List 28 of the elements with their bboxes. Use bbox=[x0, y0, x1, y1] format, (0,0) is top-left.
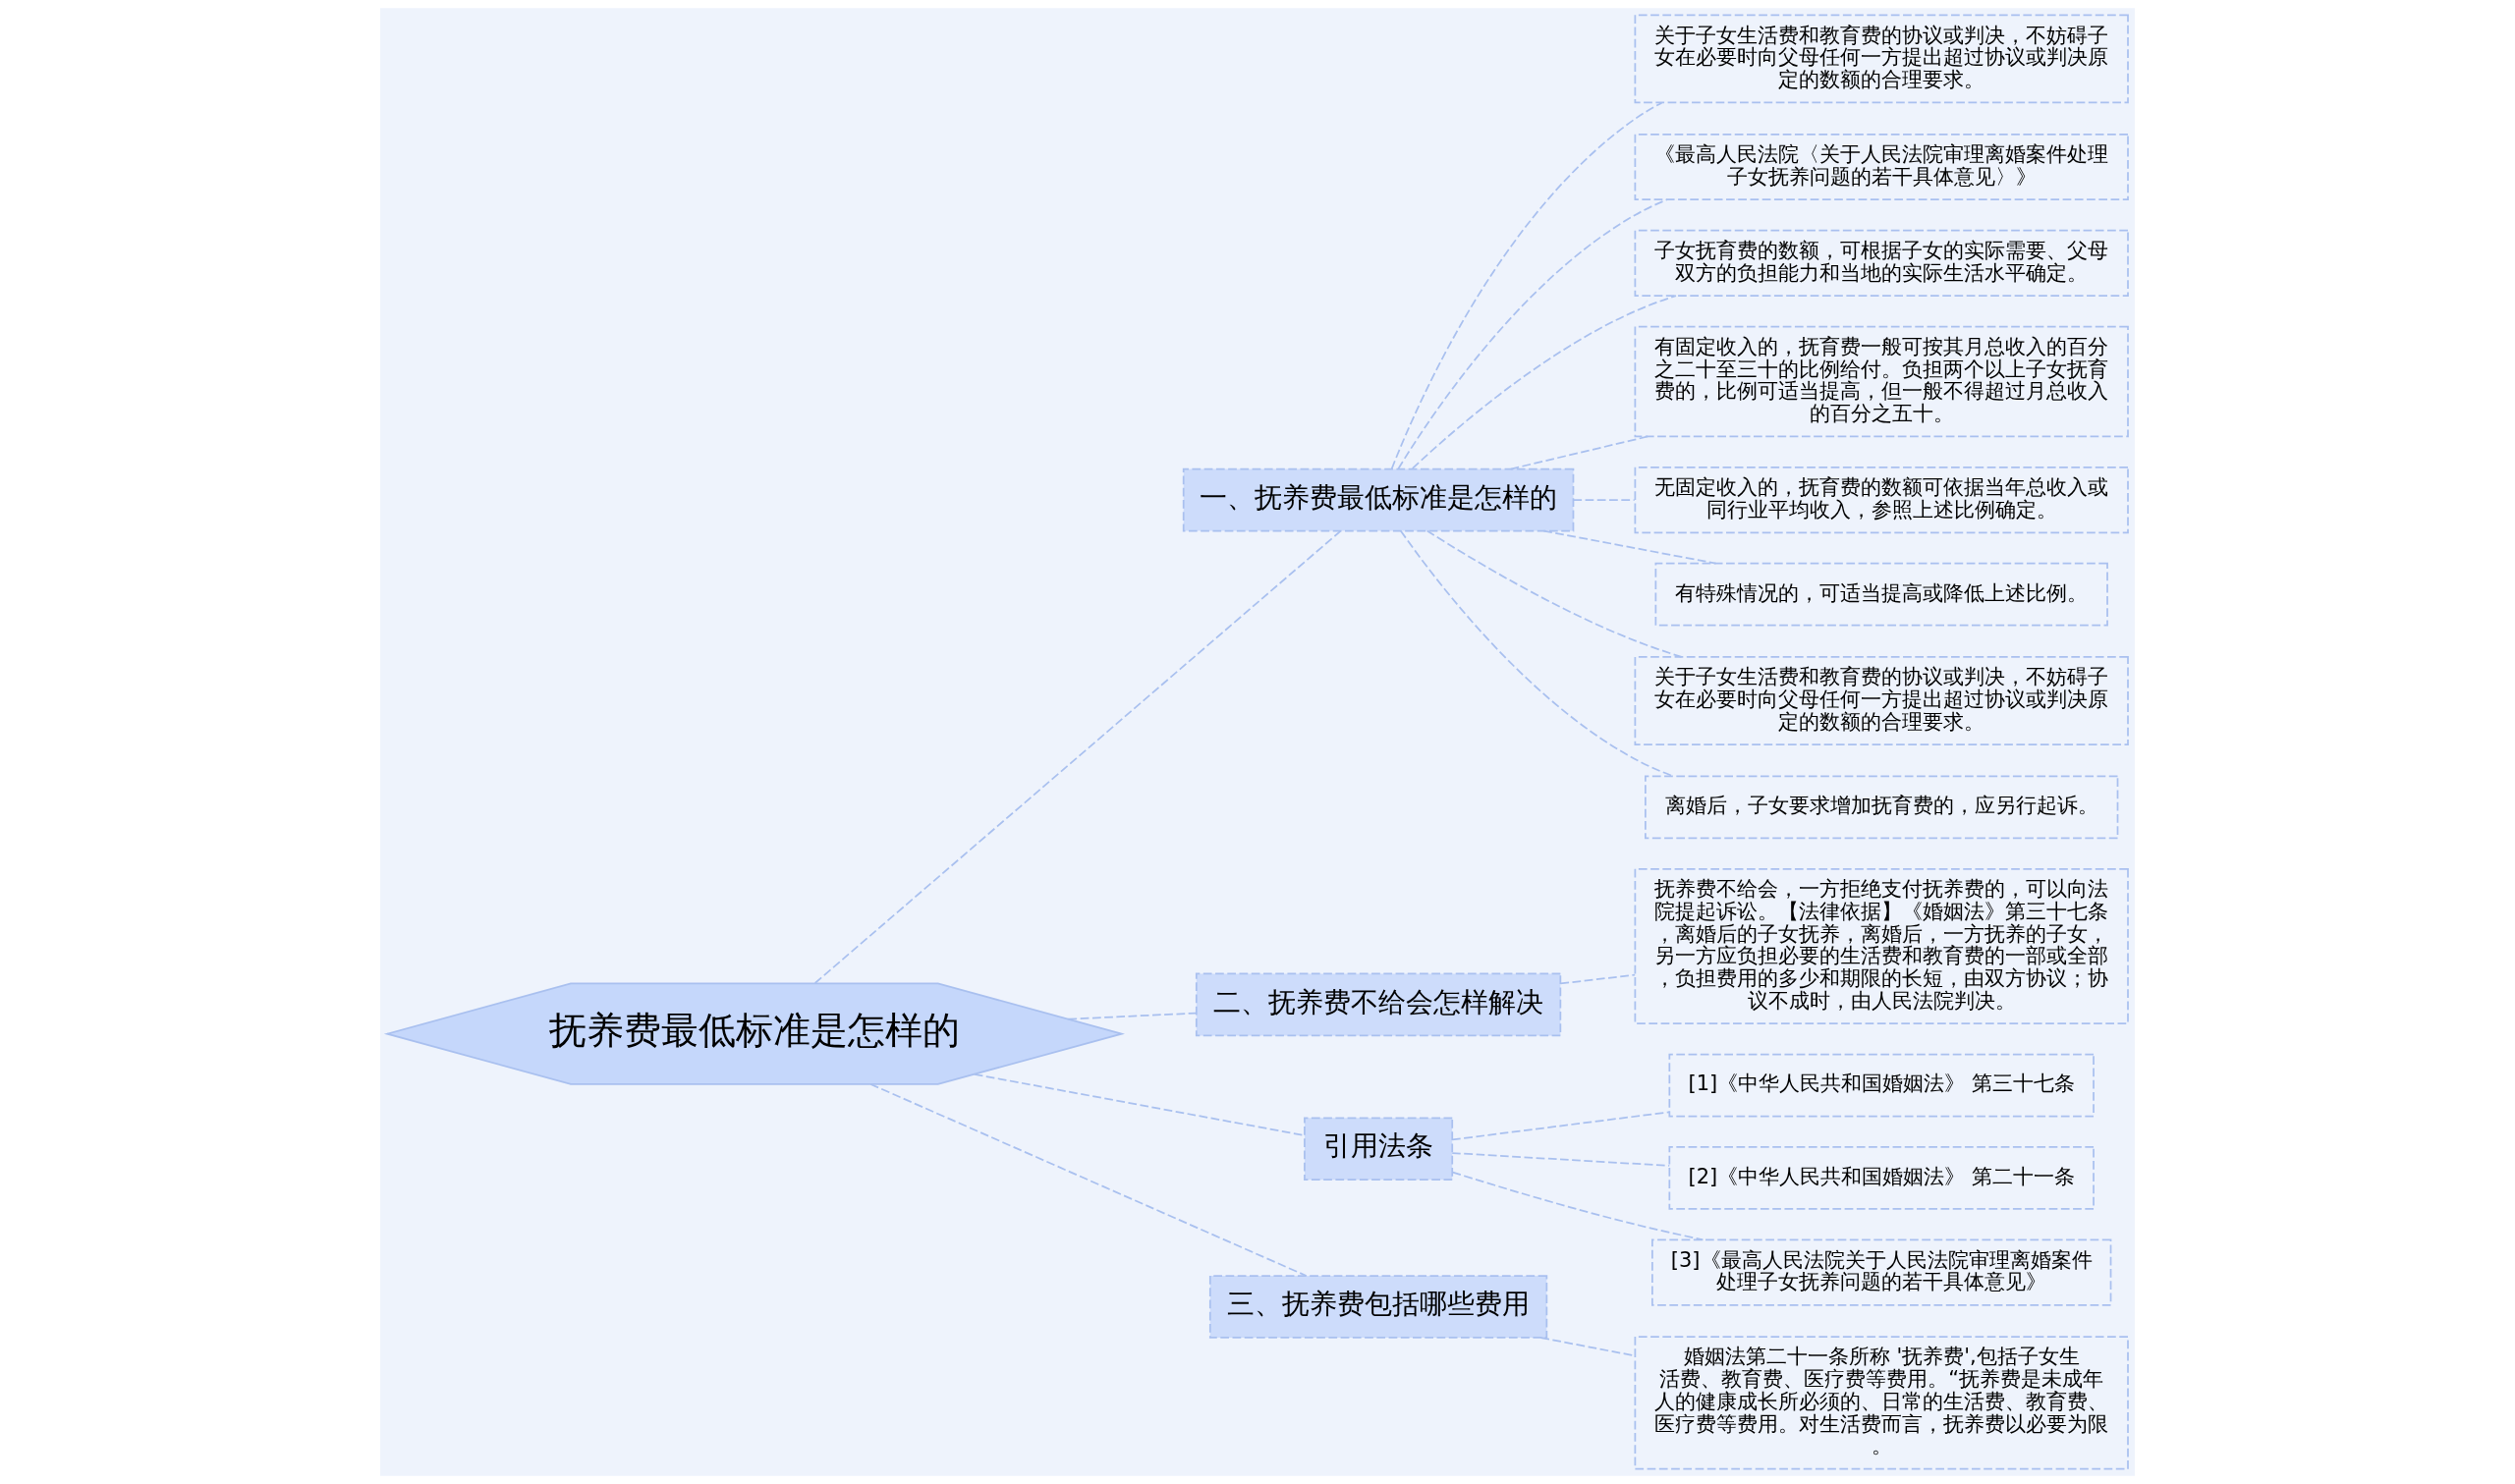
connector bbox=[869, 1083, 1308, 1277]
node-box: [3]《最高人民法院关于人民法院审理离婚案件处理子女抚养问题的若干具体意见》 bbox=[1651, 1238, 2112, 1306]
connector bbox=[1542, 529, 1717, 565]
node-box: 有固定收入的，抚育费一般可按其月总收入的百分之二十至三十的比例给付。负担两个以上子女抚育费的，比例可适当提高，但一般不得超过月总收入的百分之五十。 bbox=[1634, 325, 2129, 438]
connector bbox=[1451, 1152, 1671, 1167]
connector bbox=[1572, 499, 1636, 501]
node-box: 二、抚养费不给会怎样解决 bbox=[1195, 972, 1562, 1037]
node-box: 有特殊情况的，可适当提高或降低上述比例。 bbox=[1654, 562, 2108, 627]
connector bbox=[1451, 1111, 1671, 1141]
node-box: 抚养费不给会，一方拒绝支付抚养费的，可以向法院提起诉讼。【法律依据】《婚姻法》第三十七条，离婚后的子女抚养，离婚后，一方抚养的子女，另一方应负担必要的生活费和教育费的一部或全部，负担费用的多少和期限的长短，由双方协议；协议不成时，由人民法院判决。 bbox=[1634, 867, 2129, 1024]
connector bbox=[1509, 435, 1649, 470]
connector bbox=[813, 530, 1342, 984]
node-box: [2]《中华人民共和国婚姻法》 第二十一条 bbox=[1668, 1146, 2095, 1210]
connector bbox=[1559, 973, 1637, 985]
node-box: 婚姻法第二十一条所称 '抚养费',包括子女生活费、教育费、医疗费等费用。“抚养费是未成年人的健康成长所必须的、日常的生活费、教育费、医疗费等费用。对生活费而言，抚养费以必要为限。 bbox=[1634, 1336, 2129, 1470]
node-box: 关于子女生活费和教育费的协议或判决，不妨碍子女在必要时向父母任何一方提出超过协议或判决原定的数额的合理要求。 bbox=[1634, 656, 2129, 745]
node-box: 子女抚育费的数额，可根据子女的实际需要、父母双方的负担能力和当地的实际生活水平确定。 bbox=[1634, 229, 2129, 297]
node-box: 离婚后，子女要求增加抚育费的，应另行起诉。 bbox=[1645, 775, 2119, 840]
node-box: 引用法条 bbox=[1304, 1117, 1454, 1182]
node-box: 一、抚养费最低标准是怎样的 bbox=[1182, 467, 1575, 532]
node-box: 关于子女生活费和教育费的协议或判决，不妨碍子女在必要时向父母任何一方提出超过协议或判决原定的数额的合理要求。 bbox=[1634, 14, 2129, 104]
node-box: 《最高人民法院〈关于人民法院审理离婚案件处理子女抚养问题的若干具体意见〉》 bbox=[1634, 133, 2129, 201]
node-box: 无固定收入的，抚育费的数额可依据当年总收入或同行业平均收入，参照上述比例确定。 bbox=[1634, 466, 2129, 534]
node-box: [1]《中华人民共和国婚姻法》 第三十七条 bbox=[1668, 1053, 2095, 1118]
connector bbox=[1397, 198, 1668, 470]
node-box: 三、抚养费包括哪些费用 bbox=[1208, 1275, 1548, 1339]
connector bbox=[1067, 1012, 1198, 1020]
connector bbox=[1390, 101, 1663, 469]
